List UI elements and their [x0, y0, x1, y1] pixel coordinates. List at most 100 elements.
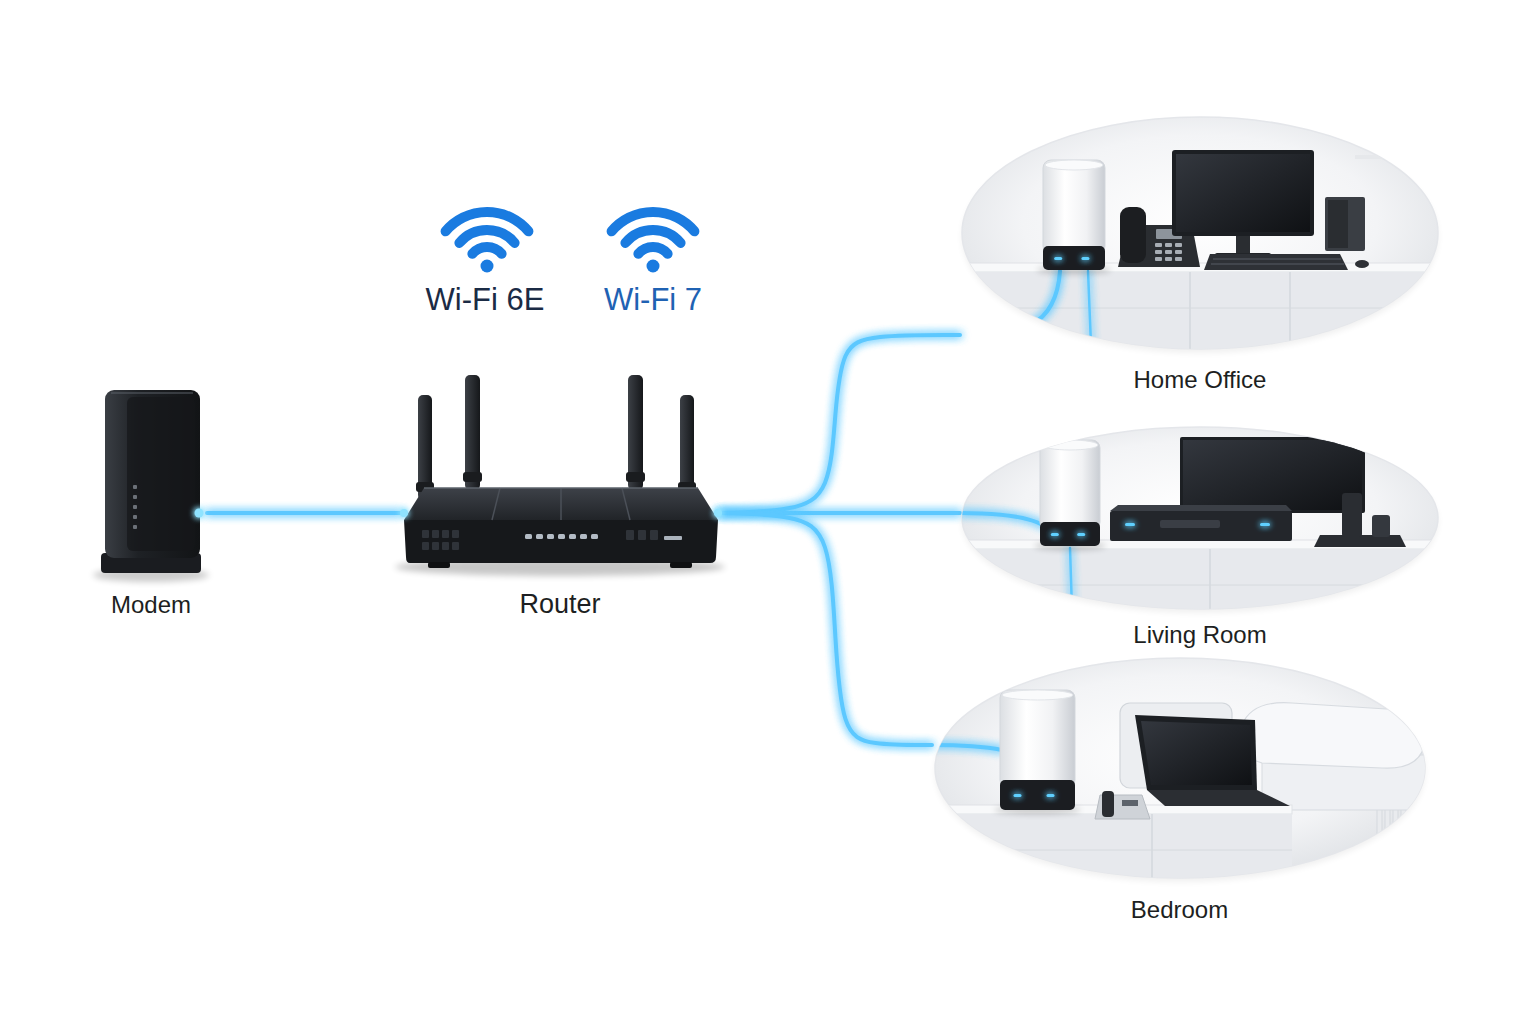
router-led — [547, 534, 554, 539]
wifi-dot — [481, 260, 494, 273]
dock-device — [1342, 493, 1362, 537]
modem-node: Modem — [95, 385, 207, 620]
node-label: Modem — [95, 591, 207, 620]
phone-screen — [1122, 800, 1138, 806]
phone-key — [1165, 257, 1172, 261]
wire-line — [1088, 271, 1091, 345]
phone-key — [1155, 250, 1162, 254]
desk-front — [950, 549, 1450, 629]
tv-screen — [1183, 440, 1362, 510]
router-top — [404, 488, 718, 520]
desk-drawer-line — [950, 585, 1450, 586]
monitor-screen — [1176, 154, 1310, 232]
phone-key — [1175, 257, 1182, 261]
router-button — [664, 536, 682, 540]
status-led — [1081, 257, 1089, 260]
access-point-top — [1042, 440, 1098, 450]
room-scene: Home Office — [960, 115, 1440, 395]
network-cable — [720, 513, 932, 745]
node-art — [400, 370, 720, 620]
wifi-symbol — [612, 212, 695, 273]
router-led — [536, 534, 543, 539]
node-label: Home Office — [960, 366, 1440, 395]
router-led — [558, 534, 565, 539]
wifi-arc — [625, 230, 680, 243]
access-point-body — [1043, 160, 1105, 254]
scene-content — [950, 150, 1450, 372]
router-port — [650, 530, 658, 540]
radiator-fin — [1385, 805, 1390, 875]
desk-top — [950, 263, 1450, 272]
standard-label: Wi-Fi 6E — [426, 281, 545, 318]
node-art — [932, 655, 1427, 925]
keyboard-keys — [1211, 259, 1344, 264]
speaker-face — [1328, 200, 1348, 248]
laptop-base — [1147, 790, 1290, 806]
router-led — [591, 534, 598, 539]
status-led — [1047, 794, 1055, 797]
router-foot — [670, 562, 692, 568]
desk-front — [922, 814, 1292, 924]
modem-indicator — [133, 485, 137, 489]
router-ridge — [492, 488, 630, 520]
node-art — [960, 425, 1440, 650]
router-led — [580, 534, 587, 539]
router-foot — [428, 562, 450, 568]
radiator-fin — [1393, 805, 1398, 875]
node-label: Living Room — [960, 621, 1440, 650]
network-cable — [720, 335, 960, 513]
keyboard — [1204, 254, 1348, 270]
router-vent — [422, 542, 429, 550]
radiator-fin — [1417, 805, 1422, 875]
access-point-base — [1043, 246, 1105, 270]
phone-handset — [1102, 791, 1114, 817]
access-point-body — [1040, 440, 1100, 530]
node-art — [95, 385, 207, 620]
router-vent — [442, 542, 449, 550]
mouse — [1355, 260, 1369, 268]
modem-body — [105, 390, 200, 558]
node-art — [960, 115, 1440, 395]
status-led — [1260, 523, 1270, 526]
status-led — [400, 509, 408, 517]
modem-indicator — [133, 525, 137, 529]
status-led — [1054, 257, 1062, 260]
router-port — [638, 530, 646, 540]
receiver-front — [1110, 511, 1292, 541]
desk-drawer-line — [1209, 549, 1211, 629]
radiator-fin — [1409, 805, 1414, 875]
modem-highlight — [111, 392, 193, 393]
status-led — [1125, 523, 1135, 526]
status-led — [1077, 533, 1085, 536]
access-point-top — [1002, 690, 1073, 700]
wire-line — [960, 513, 1044, 526]
access-point-top — [1045, 160, 1103, 170]
status-led — [1051, 533, 1059, 536]
router-vent — [432, 542, 439, 550]
bed-pillow — [1240, 703, 1426, 768]
phone-key — [1175, 250, 1182, 254]
node-label: Bedroom — [932, 896, 1427, 925]
room-scene: Living Room — [960, 425, 1440, 650]
wifi-arc — [459, 230, 514, 243]
phone-key — [1155, 257, 1162, 261]
status-led — [1014, 794, 1022, 797]
connector-group — [207, 335, 960, 745]
room-scene: Bedroom — [932, 655, 1427, 925]
router-port — [626, 530, 634, 540]
speaker — [1325, 197, 1365, 251]
modem-indicator — [133, 505, 137, 509]
phone-key — [1165, 250, 1172, 254]
radiator-fin — [1401, 805, 1406, 875]
router-vent — [452, 530, 459, 538]
wire-line — [1070, 548, 1072, 610]
antenna-hinge — [463, 472, 482, 482]
phone-key — [1165, 243, 1172, 247]
wifi-dot — [647, 260, 660, 273]
desk-drawer-line — [950, 308, 1450, 309]
status-led — [195, 509, 204, 518]
node-label: Router — [400, 588, 720, 620]
network-cable — [207, 511, 400, 515]
receiver-panel — [1160, 520, 1220, 528]
